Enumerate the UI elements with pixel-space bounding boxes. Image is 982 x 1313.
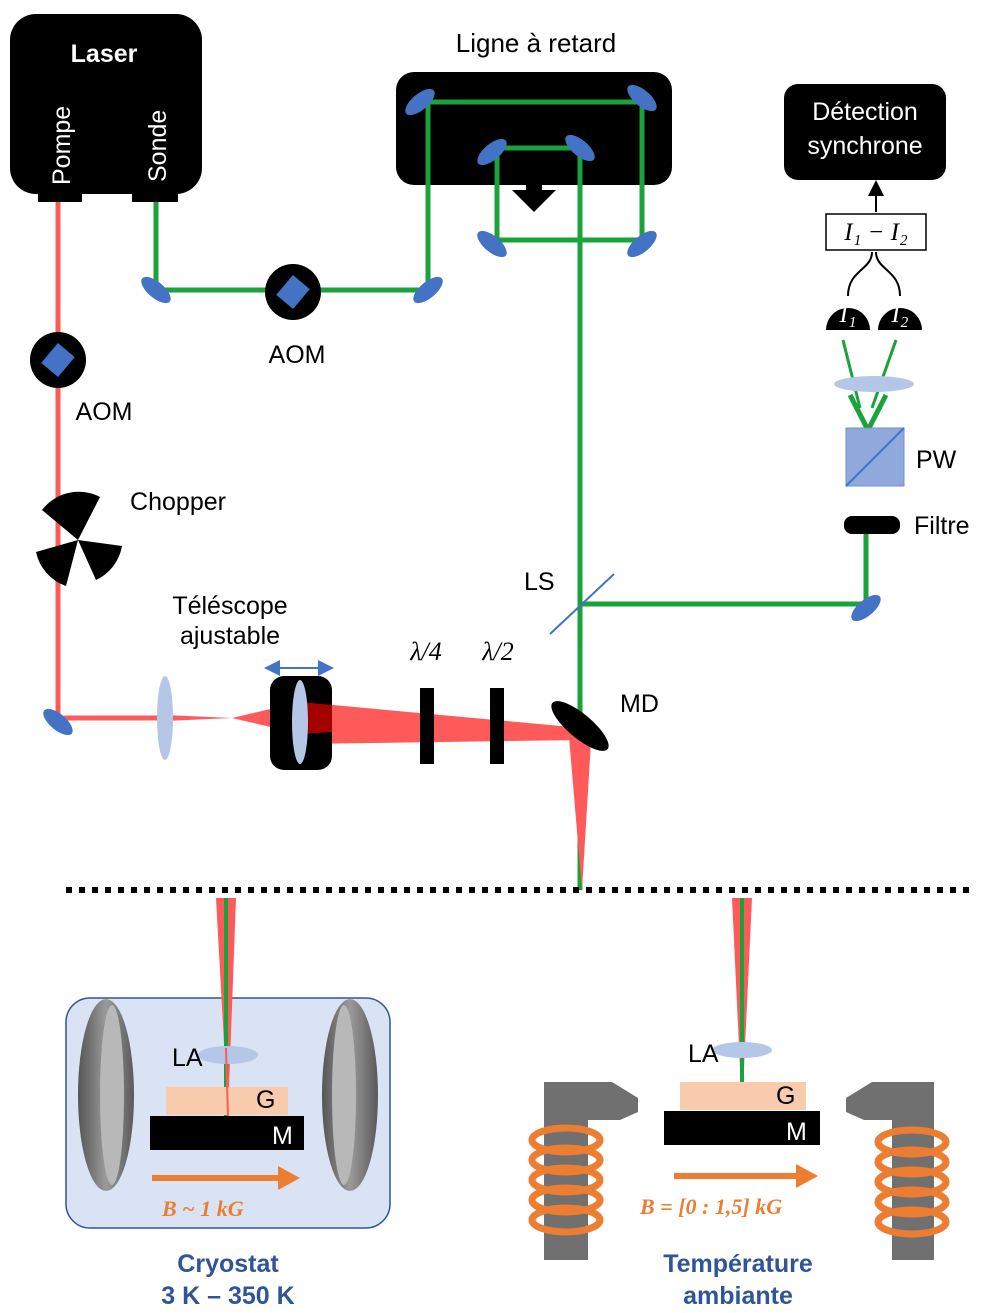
ambient-sample (664, 1111, 820, 1145)
ambient-lens-label: LA (688, 1040, 719, 1068)
quarter-wave-plate (420, 688, 434, 764)
detection-lens (834, 376, 914, 392)
photodiode-1 (826, 308, 870, 330)
probe-port-label: Sonde (144, 110, 172, 182)
mirror-probe-1 (141, 276, 171, 304)
translation-arrow (512, 190, 556, 212)
telescope-label-2: ajustable (180, 622, 280, 650)
chopper-label: Chopper (130, 488, 226, 516)
aom-probe-label: AOM (269, 341, 326, 369)
telescope-label-1: Téléscope (172, 592, 287, 620)
ambient-coil-left (528, 1124, 604, 1236)
ambient-field-label: B = [0 : 1,5] kG (639, 1194, 782, 1219)
laser-source: Laser Pompe Sonde (10, 14, 202, 202)
filter (844, 516, 900, 534)
photodiode-2-label: I₂ (890, 301, 908, 328)
photodiode-1-label: I₁ (838, 301, 856, 328)
ambient-caption-1: Température (663, 1250, 813, 1278)
pump-port-label: Pompe (48, 106, 76, 185)
dichroic-mirror: MD (551, 690, 659, 751)
wave-plates: λ/4 λ/2 (409, 637, 514, 764)
quarter-wave-label: λ/4 (409, 637, 441, 666)
ambient-sample-label: M (786, 1118, 807, 1146)
cryostat-field-label: B ~ 1 kG (161, 1196, 244, 1221)
cryostat-caption-1: Cryostat (177, 1250, 279, 1278)
ambient-caption-2: ambiante (683, 1282, 793, 1310)
delay-line-title: Ligne à retard (456, 28, 616, 58)
mirror-probe-2 (413, 276, 443, 304)
difference-label: I₁ − I₂ (843, 219, 908, 246)
half-wave-label: λ/2 (481, 637, 513, 666)
beam-splitter: LS (524, 568, 615, 635)
aom-pump: AOM (30, 332, 132, 426)
pw-label: PW (916, 446, 957, 474)
mirror-delay-3 (627, 230, 657, 258)
aom-pump-label: AOM (76, 398, 133, 426)
md-label: MD (620, 690, 659, 718)
laser-title: Laser (71, 40, 138, 68)
ls-label: LS (524, 568, 555, 596)
ambient-lens (712, 1042, 772, 1058)
cryostat-lens (198, 1046, 258, 1064)
ambient-coil-right (874, 1126, 950, 1238)
telescope: Téléscope ajustable (157, 592, 334, 770)
ambient-garnet (680, 1082, 806, 1110)
lock-in-detector (784, 84, 946, 180)
detection-branch: Filtre PW I₁ I₂ I₁ − I₂ Détection synchr… (784, 84, 970, 540)
detection-line-1: Détection (812, 98, 918, 126)
filter-label: Filtre (914, 512, 970, 540)
cryostat-setup: LA G M B ~ 1 kG Cryostat 3 K – 350 K (65, 898, 391, 1310)
chopper: Chopper (36, 488, 226, 586)
mirror-pump-1 (43, 708, 73, 736)
ambient-setup: LA G M B = [0 : 1,5] kG Température ambi… (528, 898, 950, 1310)
half-wave-plate (490, 688, 504, 764)
delay-line: Ligne à retard (396, 28, 672, 212)
cryostat-sample (150, 1116, 304, 1150)
mirror-probe-out (851, 594, 881, 622)
ambient-field-arrow (796, 1164, 818, 1188)
probe-beam (153, 99, 898, 890)
detection-line-2: synchrone (807, 132, 922, 160)
difference-box (825, 213, 927, 251)
cryostat-sample-label: M (272, 1122, 293, 1150)
photodiode-2 (878, 308, 922, 330)
cryostat-field-arrow (278, 1166, 300, 1190)
cryostat-garnet-label: G (256, 1086, 275, 1114)
cryostat-lens-label: LA (172, 1044, 203, 1072)
ambient-garnet-label: G (776, 1082, 795, 1110)
mirror-delay-4 (477, 230, 507, 258)
aom-probe: AOM (265, 264, 325, 369)
pump-beam (55, 202, 592, 890)
cryostat-caption-2: 3 K – 350 K (161, 1282, 294, 1310)
